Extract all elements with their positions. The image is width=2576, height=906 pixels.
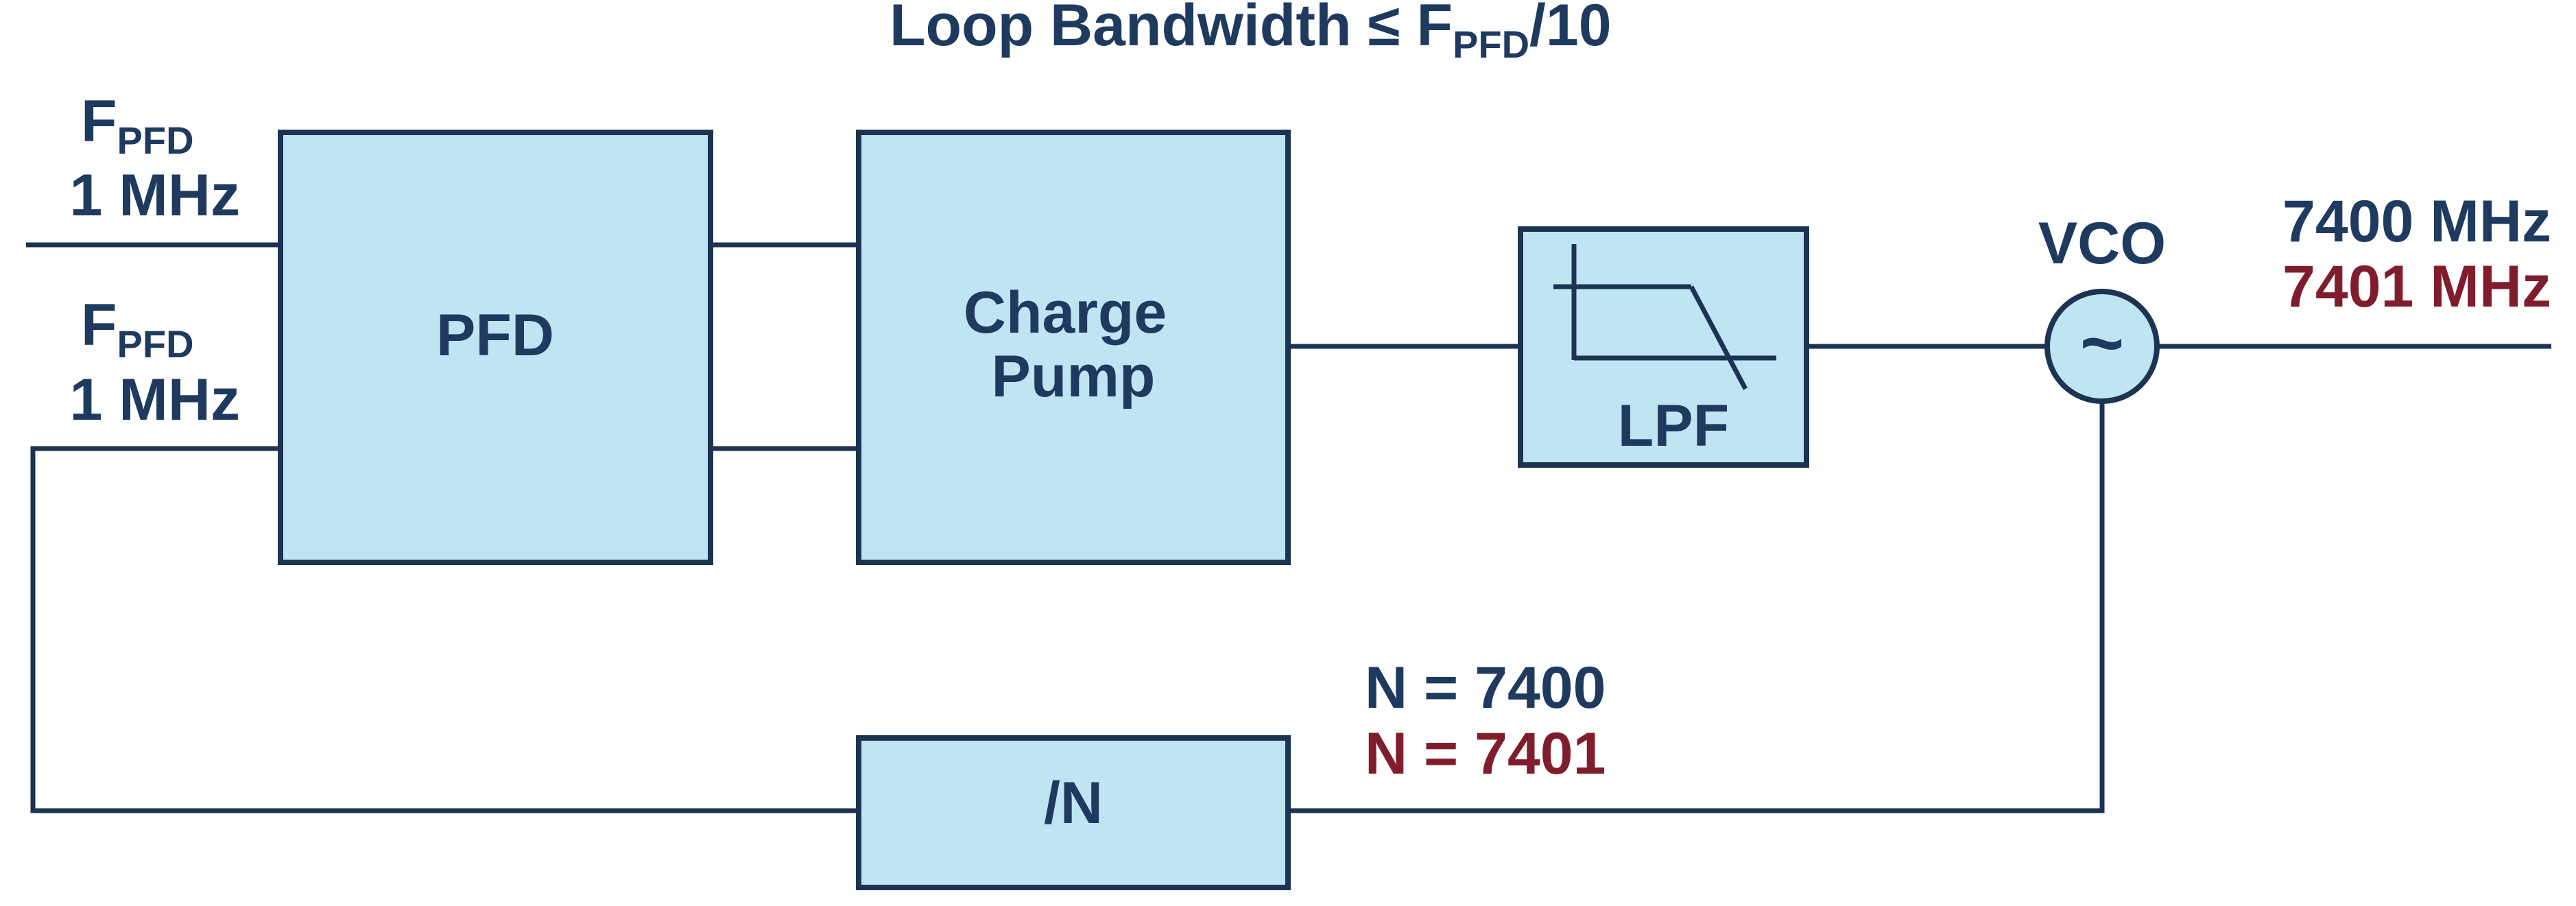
input-1-f-subscript: PFD	[117, 119, 194, 162]
output-freq-2: 7401 MHz	[2282, 254, 2551, 320]
divider-value-2: N = 7401	[1365, 721, 1606, 787]
vco-label: VCO	[2038, 211, 2166, 276]
lpf-label: LPF	[1618, 393, 1729, 459]
feedback-wire-left	[30, 446, 859, 813]
input-1-fpfd-label: FPFD	[81, 88, 194, 162]
output-freq-1: 7400 MHz	[2282, 189, 2551, 254]
input-2-f: F	[81, 292, 117, 358]
lowpass-response-icon	[1553, 244, 1776, 390]
input-2-freq-label: 1 MHz	[70, 367, 240, 433]
charge-pump-line-1: Charge	[964, 280, 1167, 346]
feedback-wire-right	[1288, 402, 2105, 813]
title-subscript: PFD	[1453, 23, 1529, 66]
tilde-icon: ~	[2080, 301, 2124, 385]
divider-value-1: N = 7400	[1365, 655, 1606, 721]
divider-label: /N	[1044, 770, 1103, 836]
input-1-freq-label: 1 MHz	[70, 163, 240, 228]
title-prefix: Loop Bandwidth ≤ F	[890, 0, 1453, 58]
charge-pump-block	[856, 130, 1291, 565]
charge-pump-line-2: Pump	[992, 344, 1156, 409]
input-1-f: F	[81, 88, 117, 154]
input-2-fpfd-label: FPFD	[81, 292, 194, 366]
pfd-label: PFD	[436, 302, 554, 368]
vco-symbol	[2044, 289, 2160, 404]
divider-block	[856, 735, 1291, 890]
charge-pump-label: Charge Pump	[964, 280, 1183, 409]
lpf-block	[1518, 226, 1809, 468]
title-suffix: /10	[1529, 0, 1612, 58]
input-2-f-subscript: PFD	[117, 322, 194, 366]
diagram-title: Loop Bandwidth ≤ FPFD/10	[890, 0, 1612, 66]
pfd-block	[278, 130, 713, 565]
